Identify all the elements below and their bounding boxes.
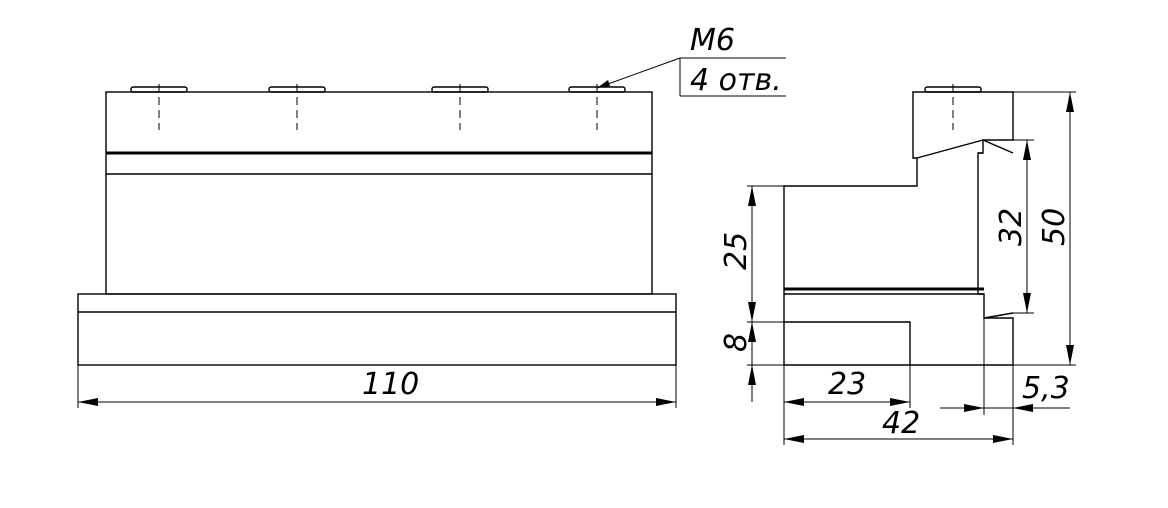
dim-height-mid-label: 32 (994, 208, 1029, 246)
dim-height-base-label: 8 (719, 333, 754, 352)
dim-height-upper-label: 25 (719, 232, 754, 270)
callout-thread-label: M6 (690, 23, 735, 58)
side-lower-bevel (983, 312, 1014, 319)
dim-width-total-label: 42 (882, 406, 920, 441)
dim-height-upper: 25 (719, 185, 784, 322)
screw-head (431, 84, 489, 130)
callout-holes-label: 4 отв. (690, 63, 782, 98)
screw-head (568, 84, 626, 130)
dim-height-total-label: 50 (1037, 208, 1072, 246)
front-view (77, 84, 677, 366)
dim-length-label: 110 (362, 367, 419, 402)
dim-height-base: 8 (719, 321, 784, 402)
side-outline (783, 91, 1014, 366)
dim-length: 110 (77, 365, 677, 408)
side-dovetail-line (982, 139, 1014, 154)
front-base (77, 293, 677, 366)
dim-width-total: 42 (784, 365, 1014, 445)
front-upper-block (105, 91, 653, 295)
thread-callout: M6 4 отв. (596, 23, 786, 98)
dim-width-slot-label: 23 (828, 367, 866, 402)
dim-height-mid: 32 (994, 139, 1034, 314)
dim-offset-label: 5,3 (1022, 371, 1070, 406)
dim-width-slot: 23 (783, 365, 911, 445)
screw-head (268, 84, 326, 130)
dim-height-total: 50 (1013, 91, 1076, 366)
side-slot (784, 321, 911, 365)
side-view (783, 84, 1014, 366)
side-dovetail-line (916, 139, 984, 159)
screw-head (130, 84, 188, 130)
dim-offset: 5,3 (940, 318, 1070, 415)
